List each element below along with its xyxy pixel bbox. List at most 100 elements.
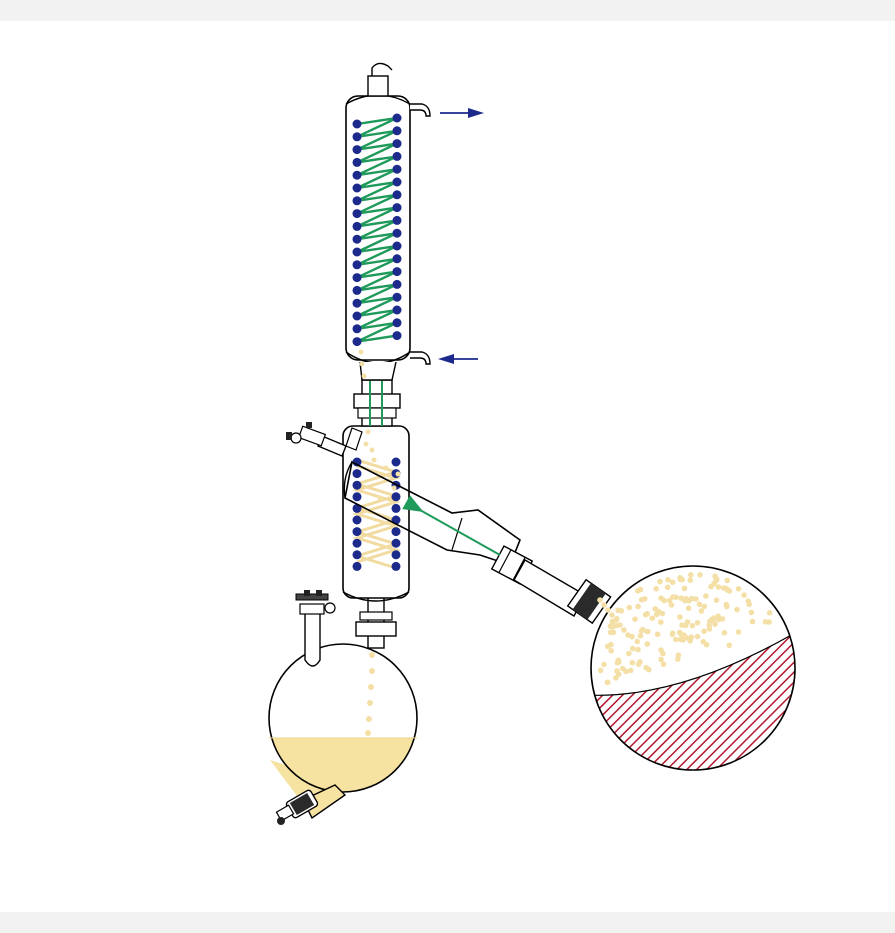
coil-dot [352,170,362,180]
rotary-evaporator-diagram [268,62,796,825]
vapor-dot [668,602,675,608]
coil-dot [352,538,362,548]
upper-coil-dots [352,113,402,347]
coil-dot [352,209,362,219]
vapor-dot [607,623,614,629]
vapor-dot [697,572,703,578]
coil-dot [392,331,402,341]
vapor-dot [637,633,644,639]
vapor-dot [664,584,671,591]
vapor-dot [649,615,656,621]
vapor-dot [666,597,673,604]
vapor-dot [626,604,633,611]
vapor-dot [604,643,611,650]
coil-dot [352,260,362,270]
vapor-dot [653,585,659,592]
vapor-dot [689,622,696,629]
vapor-dot [601,602,607,608]
vapor-dot [629,645,636,652]
vapor-dot [735,629,742,635]
vapor-duct [286,422,612,625]
coil-dot [352,273,362,283]
vapor-dot [762,619,769,625]
evaporating-flask [590,565,796,771]
vapor-dot [657,578,663,585]
coil-dot [392,215,402,225]
vapor-dot [715,584,722,590]
coil-dot [352,247,362,257]
vapor-dot [706,626,713,632]
coil-dot [352,157,362,167]
coolant-in-arrow [438,354,478,364]
vapor-dot [635,646,641,653]
vapor-dot [601,661,607,668]
coil-dot [392,126,402,136]
vapor-dot [617,622,623,628]
vapor-dot [637,659,643,665]
coil-dot [392,241,402,251]
vapor-dot [623,668,629,675]
coil-dot [392,139,402,149]
vapor-dot [604,679,611,686]
stopcock-knob-icon [324,602,336,614]
vapor-dot [608,648,614,654]
diagram-canvas [0,21,895,912]
coil-dot [352,527,362,537]
vapor-dot [669,579,676,585]
coil-dot [392,305,402,315]
vapor-dot [726,588,733,594]
vapor-dot [681,585,688,592]
vapor-dot [637,586,644,593]
vapor-dot [703,593,709,599]
coil-dot [352,311,362,321]
vapor-dot [613,617,619,623]
coil-dot [392,177,402,187]
coil-dot [391,492,401,502]
coil-dot [352,561,362,571]
vapor-dot [644,641,651,647]
vapor-dots [597,572,773,686]
vapor-dot [677,636,684,643]
vapor-dot [694,620,701,626]
falling-condensate-drops [365,652,375,736]
coil-dot [391,457,401,467]
vapor-dot [711,580,717,587]
coil-dot [391,550,401,560]
coil-dot [352,337,362,347]
coil-dot [352,119,362,129]
coil-dot [392,279,402,289]
vapor-dot [669,630,676,636]
upper-coil [356,116,398,343]
coolant-outlet-nozzle [410,103,431,117]
receiving-flask [268,590,418,825]
vapor-dot [677,576,683,582]
vapor-dot [634,638,641,645]
vapor-dot [713,597,720,603]
coil-dot [392,164,402,174]
coil-dot [352,285,362,295]
vapor-dot [661,597,667,604]
coil-dot [391,561,401,571]
vapor-flow-arrow [402,495,501,556]
vapor-dot [694,633,701,640]
vapor-dot [746,601,752,608]
coil-dot [352,324,362,334]
vapor-dot [658,619,664,625]
vapor-dot [685,605,692,611]
vapor-dot [687,577,694,583]
coil-dot [352,469,362,479]
hatched-liquid [591,630,795,770]
vapor-dot [673,636,679,643]
vapor-dot [621,627,627,633]
vapor-dot [597,597,603,603]
coil-dot [392,267,402,277]
vapor-dot [693,596,699,602]
vapor-dot [632,616,638,622]
vapor-dot [615,671,622,677]
vapor-dot [643,664,649,671]
coolant-inlet-nozzle [410,351,431,365]
vapor-dot [615,657,622,663]
vapor-dot [748,609,755,616]
vacuum-stopcock-icon [286,422,363,457]
vapor-dot [605,607,611,613]
